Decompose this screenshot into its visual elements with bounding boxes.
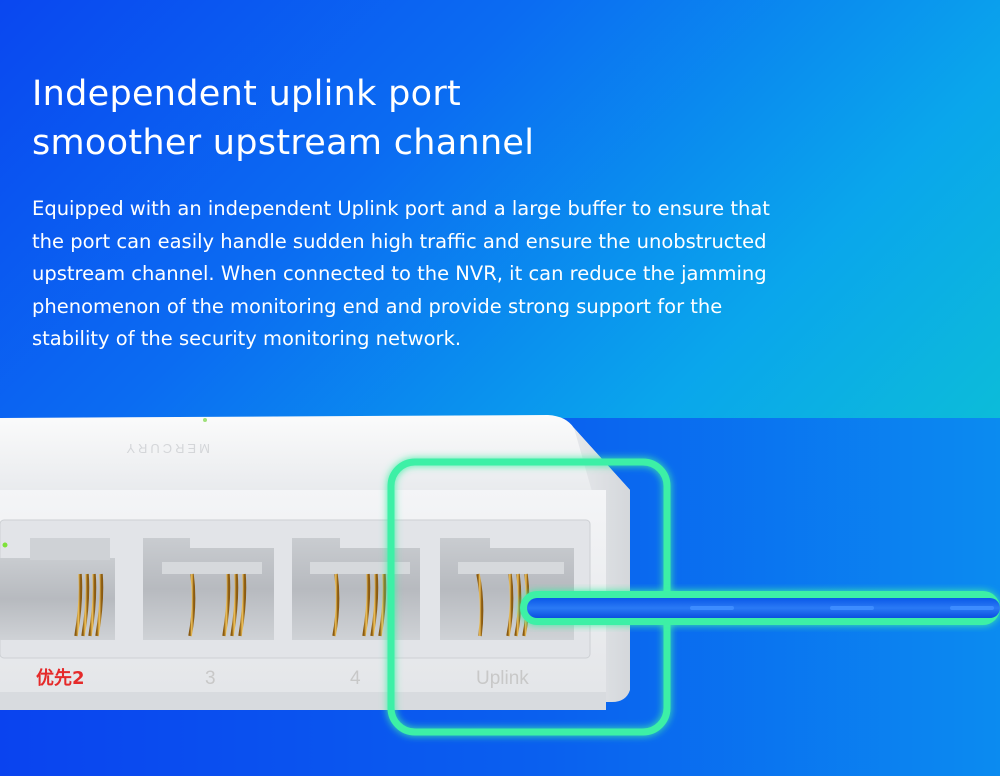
headline-line-1: Independent uplink port [32, 74, 462, 114]
port-label-2: 优先2 [36, 667, 85, 689]
switch-bottom-edge [0, 692, 606, 710]
description-line-5: stability of the security monitoring net… [32, 327, 462, 350]
port-label-uplink: Uplink [476, 668, 529, 689]
power-led [203, 418, 207, 422]
headline-line-2: smoother upstream channel [32, 123, 535, 163]
description-line-2: the port can easily handle sudden high t… [32, 229, 767, 253]
description-line-3: upstream channel. When connected to the … [32, 262, 767, 285]
rj45-port-3 [143, 538, 274, 640]
brand-embossed: MERCURY [124, 441, 211, 456]
headline: Independent uplink port smoother upstrea… [32, 70, 534, 168]
description: Equipped with an independent Uplink port… [32, 193, 937, 356]
port-label-4: 4 [350, 668, 361, 689]
description-line-4: phenomenon of the monitoring end and pro… [32, 294, 723, 318]
switch-top-surface [0, 415, 630, 490]
port-label-3: 3 [205, 668, 216, 689]
rj45-port-2 [0, 538, 115, 640]
rj45-port-4 [292, 538, 420, 640]
description-line-1: Equipped with an independent Uplink port… [32, 197, 770, 220]
uplink-cable [520, 591, 1000, 625]
